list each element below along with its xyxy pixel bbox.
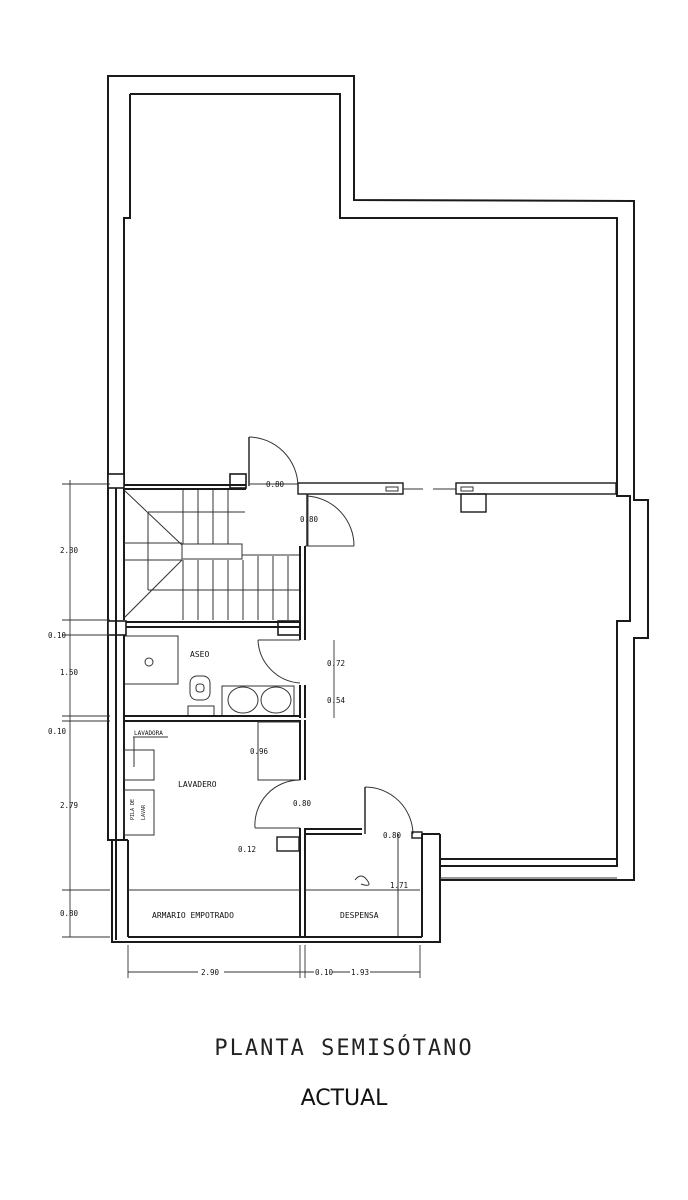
washing-machine	[123, 749, 155, 781]
room-aseo: ASEO	[123, 635, 306, 718]
svg-text:2.30: 2.30	[60, 546, 79, 555]
plan-subtitle: ACTUAL	[300, 1086, 388, 1111]
svg-text:0.10: 0.10	[48, 727, 67, 736]
label-despensa: DESPENSA	[340, 911, 379, 920]
wash-basin	[123, 789, 155, 836]
staircase	[123, 489, 300, 620]
svg-text:1.50: 1.50	[60, 668, 79, 677]
shower-drain	[144, 657, 154, 667]
outer-wall	[107, 75, 649, 943]
sink-icon	[227, 686, 259, 714]
plan-title: PLANTA SEMISÓTANO	[214, 1036, 474, 1061]
room-lavadero: LAVADORA PILA DE LAVAR LAVADERO	[123, 720, 306, 852]
sink-icon	[260, 686, 292, 714]
svg-text:LAVAR: LAVAR	[141, 804, 147, 820]
sketch-mark	[354, 875, 370, 886]
svg-text:0.80: 0.80	[383, 831, 402, 840]
svg-text:0.80: 0.80	[300, 515, 319, 524]
svg-text:0.72: 0.72	[327, 659, 345, 668]
partition-wall	[455, 482, 617, 495]
column	[107, 473, 125, 489]
svg-text:PILA DE: PILA DE	[130, 799, 136, 820]
svg-text:0.96: 0.96	[250, 747, 269, 756]
door-stair-side	[305, 494, 355, 547]
svg-text:1.93: 1.93	[351, 968, 369, 977]
svg-text:0.12: 0.12	[238, 845, 256, 854]
svg-text:0.80: 0.80	[60, 909, 79, 918]
label-armario: ARMARIO EMPOTRADO	[152, 911, 234, 920]
svg-text:2.90: 2.90	[201, 968, 220, 977]
inner-wall	[130, 93, 631, 867]
svg-text:1.71: 1.71	[390, 881, 408, 890]
svg-text:0.80: 0.80	[266, 480, 285, 489]
door-despensa	[364, 786, 414, 835]
inner-wall-left	[123, 94, 131, 486]
door-stair-top	[248, 436, 299, 487]
partition-wall	[297, 482, 404, 495]
label-lavadora: LAVADORA	[134, 730, 163, 737]
svg-text:0.80: 0.80	[293, 799, 312, 808]
label-lavadero: LAVADERO	[178, 780, 217, 789]
svg-text:0.10: 0.10	[48, 631, 67, 640]
toilet-icon	[189, 675, 211, 701]
label-aseo: ASEO	[190, 650, 209, 659]
svg-text:0.54: 0.54	[327, 696, 346, 705]
svg-text:0.10: 0.10	[315, 968, 334, 977]
shower-tray	[123, 635, 179, 685]
dimension-chain-bottom: 2.90 0.10 1.93	[127, 945, 421, 978]
dimension-chain-left: 2.30 0.10 1.50 0.10 2.79 0.80	[48, 480, 110, 938]
svg-text:2.79: 2.79	[60, 801, 78, 810]
dimension-labels-inner: 0.80 0.80 0.72 0.54 0.96 0.80 0.12 0.80 …	[238, 480, 408, 890]
